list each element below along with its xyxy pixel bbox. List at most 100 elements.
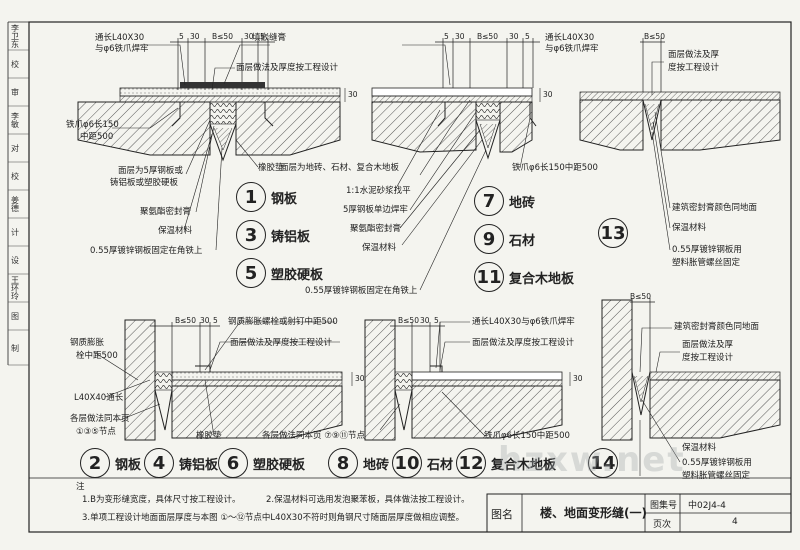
annotation: 与φ6铁爪焊牢 <box>95 44 149 54</box>
dim-label: B≤50 <box>477 32 498 41</box>
dim-label: 30 <box>348 90 358 99</box>
annotation: 度按工程设计 <box>682 353 734 363</box>
annotation: 保温材料 <box>682 443 717 453</box>
detail-number: 13 <box>598 218 628 248</box>
annotation: 通长L40X30 <box>95 33 145 43</box>
annotation: 0.55厚镀锌钢板用 <box>672 245 742 255</box>
annotation: 保温材料 <box>362 243 397 253</box>
detail-name: 铸铝板 <box>271 229 311 245</box>
dim-label: 30 <box>190 32 200 41</box>
detail-name: 石材 <box>427 457 454 473</box>
annotation: 中距500 <box>80 132 114 142</box>
annotation: 填嵌缝膏 <box>252 33 287 43</box>
sidebar-cell: 李敏 <box>10 112 20 128</box>
detail-name: 铸铝板 <box>179 457 219 473</box>
detail-callout-9: 9 石材 <box>474 224 535 254</box>
annotation: L40X40通长 <box>74 393 124 403</box>
detail-name: 钢板 <box>271 191 298 207</box>
annotation: 0.55厚镀锌钢板固定在角铁上 <box>305 286 418 296</box>
annotation: ①③⑤节点 <box>76 427 116 437</box>
detail-callout-4: 4 铸铝板 <box>144 448 218 478</box>
detail-number: 14 <box>588 448 618 478</box>
detail-number: 6 <box>218 448 248 478</box>
annotation: 面层做法及厚 <box>668 50 720 60</box>
dim-label: 30 <box>244 32 254 41</box>
dim-label: 30 <box>543 90 553 99</box>
note-2: 2.保温材料可选用发泡聚苯板，具体做法按工程设计。 <box>266 495 470 505</box>
dim-label: 5 <box>179 32 184 41</box>
dim-label: 5 <box>260 32 265 41</box>
sidebar-cell: 对 <box>10 144 20 152</box>
sidebar-cell: 图 <box>10 312 20 320</box>
annotation: 建筑密封膏颜色同地面 <box>674 322 760 332</box>
annotation: 橡胶垫 <box>196 431 222 441</box>
detail-number: 11 <box>474 262 504 292</box>
detail-number: 3 <box>236 220 266 250</box>
detail-number: 4 <box>144 448 174 478</box>
dim-label: B≤50 <box>644 32 665 41</box>
annotation: 各层做法同本页 <box>70 414 130 424</box>
sidebar-cell: 李卫东 <box>10 24 20 48</box>
atlas-label: 图集号 <box>650 501 678 511</box>
detail-callout-11: 11 复合木地板 <box>474 262 574 292</box>
detail-number: 12 <box>456 448 486 478</box>
annotation: 通长L40X30与φ6铁爪焊牢 <box>472 317 575 327</box>
detail-callout-6: 6 塑胶硬板 <box>218 448 305 478</box>
sidebar-cell: 计 <box>10 228 20 236</box>
annotation: 保温材料 <box>158 226 193 236</box>
dim-label: B≤50 <box>398 316 419 325</box>
annotation: 1:1水泥砂浆找平 <box>346 186 411 196</box>
dim-label: 5 <box>434 316 439 325</box>
detail-callout-12: 12 复合木地板 <box>456 448 556 478</box>
dim-label: 5 <box>444 32 449 41</box>
annotation: 铁爪φ6长150 <box>66 120 119 130</box>
detail-name: 塑胶硬板 <box>253 457 306 473</box>
page-label: 页次 <box>653 520 672 530</box>
annotation: 聚氨酯密封膏 <box>140 207 192 217</box>
detail-name: 地砖 <box>509 195 536 211</box>
note-3: 3.单项工程设计地面面层厚度与本图 ①～⑫节点中L40X30不符时则角钢尺寸随面… <box>82 513 465 523</box>
detail-name: 塑胶硬板 <box>271 267 324 283</box>
note-1: 1.B为变形缝宽度，具体尺寸按工程设计。 <box>82 495 241 505</box>
detail-callout-8: 8 地砖 <box>328 448 389 478</box>
annotation: 塑料胀管螺丝固定 <box>682 471 751 481</box>
detail-number: 5 <box>236 258 266 288</box>
dim-label: 30 <box>509 32 519 41</box>
dim-label: B≤50 <box>212 32 233 41</box>
sidebar-cell: 校 <box>10 172 20 180</box>
detail-name: 复合木地板 <box>491 457 557 473</box>
sidebar-cell: 审 <box>10 88 20 96</box>
dim-label: 30 <box>573 374 583 383</box>
detail-number: 8 <box>328 448 358 478</box>
annotation: 面层为5厚钢板或 <box>118 166 183 176</box>
annotation: 钢质膨胀 <box>70 338 105 348</box>
annotation: 铸铝板或塑胶硬板 <box>110 178 179 188</box>
annotation: 0.55厚镀锌钢板用 <box>682 458 752 468</box>
dim-label: B≤50 <box>175 316 196 325</box>
dim-label: 30 <box>420 316 430 325</box>
annotation: 各层做法同本页 ⑦⑨⑪节点 <box>262 431 365 441</box>
annotation: 面层做法及厚 <box>682 340 734 350</box>
annotation: 5厚钢板单边焊牢 <box>343 205 408 215</box>
page-number: 4 <box>732 517 738 527</box>
dim-label: 30 <box>200 316 210 325</box>
annotation: 面层做法及厚度按工程设计 <box>472 338 575 348</box>
detail-callout-2: 2 钢板 <box>80 448 141 478</box>
annotation: 塑料胀管螺丝固定 <box>672 258 741 268</box>
detail-name: 复合木地板 <box>509 271 575 287</box>
annotation: 面层为地砖、石材、复合木地板 <box>280 163 400 173</box>
sidebar-cell: 制 <box>10 343 20 352</box>
annotation: 面层做法及厚度按工程设计 <box>230 338 333 348</box>
dim-label: 30 <box>455 32 465 41</box>
annotation: 栓中距500 <box>76 351 118 361</box>
annotation: 保温材料 <box>672 223 707 233</box>
annotation: 建筑密封膏颜色同地面 <box>672 203 758 213</box>
detail-name: 地砖 <box>363 457 390 473</box>
title-label: 图名 <box>491 508 513 521</box>
dim-label: 30 <box>355 374 365 383</box>
detail-callout-13: 13 <box>598 218 633 248</box>
watermark: hzxw.net <box>498 440 686 480</box>
detail-callout-10: 10 石材 <box>392 448 453 478</box>
sidebar-cell: 设 <box>10 256 20 264</box>
